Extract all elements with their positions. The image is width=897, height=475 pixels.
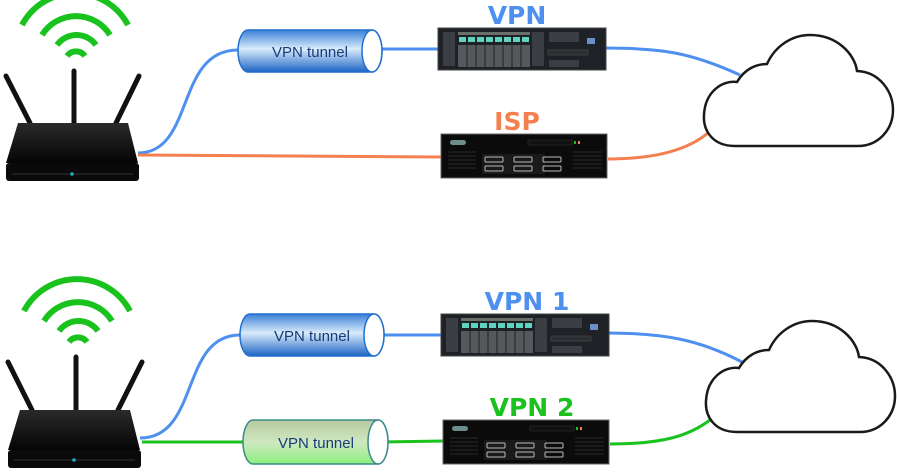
link-router-to-tunnel-1 (139, 333, 241, 440)
vpn2-server-icon (442, 419, 610, 465)
wifi-icon (21, 276, 133, 344)
vpn-tunnel: VPN tunnel (237, 29, 383, 73)
router-icon (3, 68, 142, 181)
diagram-single-vpn: VPN tunnel (3, 0, 895, 181)
wifi-icon (19, 0, 131, 58)
link-router-to-tunnel (137, 48, 239, 155)
vpn-server-label: VPN (488, 1, 547, 30)
vpn1-server-icon (440, 313, 610, 357)
link-vpn2-server-to-cloud (609, 418, 711, 446)
link-vpn1-server-to-cloud (605, 331, 743, 364)
tunnel-label: VPN tunnel (272, 44, 348, 61)
vpn1-server-label: VPN 1 (485, 287, 570, 316)
tunnel-2-label: VPN tunnel (278, 435, 354, 452)
link-vpn-server-to-cloud (603, 46, 741, 77)
vpn-tunnel-1: VPN tunnel (239, 313, 385, 357)
tunnel-1-label: VPN tunnel (274, 328, 350, 345)
vpn-tunnel-2: VPN tunnel (242, 419, 389, 465)
link-isp-server-to-cloud (607, 131, 709, 161)
isp-server-label: ISP (494, 107, 540, 136)
link-tunnel-2-to-vpn2-server (380, 439, 445, 444)
internet-cloud-icon (704, 319, 897, 434)
internet-cloud-icon (702, 33, 895, 148)
isp-server-icon (440, 133, 608, 179)
vpn2-server-label: VPN 2 (490, 393, 575, 422)
diagram-dual-vpn: VPN tunnel VPN tunnel (5, 276, 897, 468)
link-router-to-isp-server (137, 153, 443, 159)
router-icon (5, 354, 145, 468)
vpn-server-icon (437, 27, 607, 71)
